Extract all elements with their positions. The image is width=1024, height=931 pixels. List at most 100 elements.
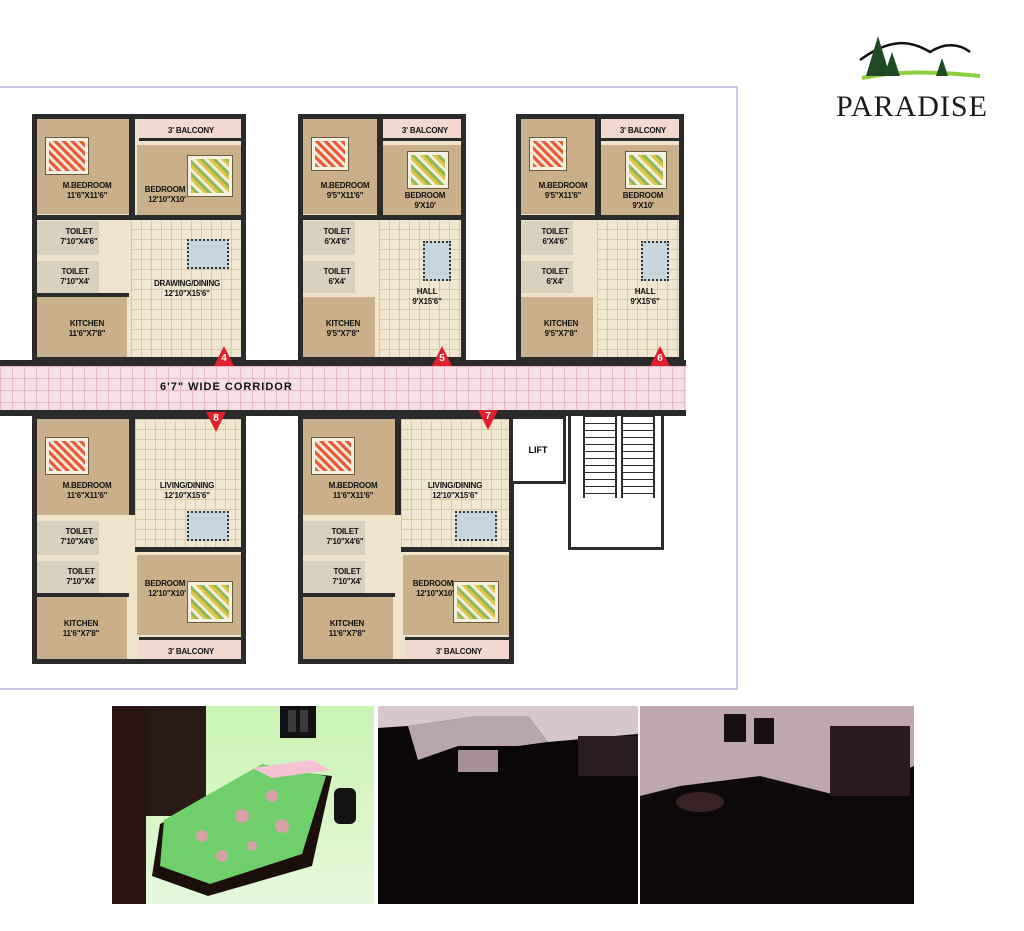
- room-dimension: 12'10"X15'6": [164, 491, 210, 500]
- balcony: [601, 119, 679, 141]
- room-label: TOILET: [65, 527, 93, 536]
- room-label: 3' BALCONY: [401, 126, 449, 135]
- dining-table: [187, 239, 229, 269]
- room-label: KITCHEN: [63, 619, 99, 628]
- room-label: BEDROOM: [144, 579, 186, 588]
- double-bed: [311, 137, 349, 171]
- brand-name: PARADISE: [836, 90, 988, 123]
- room-dimension: 12'10"X10': [416, 589, 454, 598]
- room-label: LIVING/DINING: [427, 481, 483, 490]
- balcony: [405, 637, 509, 659]
- stair-flight: [583, 416, 617, 498]
- room-dimension: 9'5"X11'6": [544, 191, 582, 200]
- room-dimension: 6'X4': [546, 277, 564, 286]
- corridor-label: 6'7" WIDE CORRIDOR: [160, 381, 293, 393]
- apartment-6: 3' BALCONY M.BEDROOM 9'5"X11'6" BEDROOM …: [516, 114, 684, 362]
- room-dimension: 11'6"X7'8": [68, 329, 106, 338]
- room-dimension: 9'5"X7'8": [326, 329, 360, 338]
- kitchen: [303, 597, 393, 659]
- wall: [377, 119, 383, 215]
- room-dimension: 9'X15'6": [412, 297, 442, 306]
- room-dimension: 7'10"X4': [66, 577, 96, 586]
- triangle-badge-icon: [206, 412, 226, 432]
- room-label: LIVING/DINING: [159, 481, 215, 490]
- double-bed: [407, 151, 449, 189]
- room-label: 3' BALCONY: [167, 647, 215, 656]
- dark-interior-photo-image: [378, 706, 638, 776]
- room-label: HALL: [634, 287, 656, 296]
- room-dimension: 11'6"X7'8": [328, 629, 366, 638]
- door-number: 7: [485, 411, 491, 422]
- balcony: [139, 637, 241, 659]
- room-label: TOILET: [65, 227, 93, 236]
- bedroom-photo: [112, 706, 374, 904]
- room-dimension: 9'5"X7'8": [544, 329, 578, 338]
- door-number-badge: 4: [214, 346, 234, 366]
- kitchen: [37, 597, 127, 659]
- toilet-1: [303, 521, 365, 555]
- room-label: BEDROOM: [144, 185, 186, 194]
- room-dimension: 9'X10': [414, 201, 436, 210]
- triangle-badge-icon: [650, 346, 670, 366]
- wall: [401, 547, 509, 552]
- stair-flight: [621, 416, 655, 498]
- double-bed: [453, 581, 499, 623]
- room-dimension: 7'10"X4': [60, 277, 90, 286]
- wall: [135, 547, 241, 552]
- double-bed: [311, 437, 355, 475]
- room-label: M.BEDROOM: [538, 181, 588, 190]
- triangle-badge-icon: [432, 346, 452, 366]
- room-label: TOILET: [331, 527, 359, 536]
- wall: [129, 119, 135, 215]
- wall: [37, 293, 129, 297]
- room-label: TOILET: [541, 227, 569, 236]
- room-dimension: 6'X4': [328, 277, 346, 286]
- wall: [303, 215, 461, 220]
- room-label: M.BEDROOM: [62, 481, 112, 490]
- kitchen: [37, 297, 127, 357]
- toilet-2: [303, 561, 365, 593]
- triangle-badge-icon: [478, 410, 498, 430]
- room-label: TOILET: [67, 567, 95, 576]
- pine-trees-logo-icon: [859, 36, 981, 80]
- room-label: KITCHEN: [329, 619, 365, 628]
- room-label: TOILET: [323, 227, 351, 236]
- room-label: TOILET: [541, 267, 569, 276]
- room-label: 3' BALCONY: [167, 126, 215, 135]
- room-label: M.BEDROOM: [62, 181, 112, 190]
- paradise-logo: PARADISE: [830, 30, 1000, 130]
- dining-table: [423, 241, 451, 281]
- room-label: TOILET: [323, 267, 351, 276]
- room-dimension: 6'X4'6": [324, 237, 350, 246]
- double-bed: [187, 581, 233, 623]
- room-label: KITCHEN: [543, 319, 579, 328]
- wall: [303, 593, 395, 597]
- balcony: [139, 119, 241, 141]
- room-dimension: 7'10"X4': [332, 577, 362, 586]
- toilet-2: [37, 261, 99, 293]
- toilet-2: [303, 261, 355, 293]
- door-number: 6: [657, 353, 663, 364]
- room-dimension: 12'10"X15'6": [432, 491, 478, 500]
- door-number-badge: 5: [432, 346, 452, 366]
- toilet-1: [37, 521, 99, 555]
- apartment-8: M.BEDROOM 11'6"X11'6" LIVING/DINING 12'1…: [32, 414, 246, 664]
- living-room-photo-image: [640, 706, 914, 812]
- room-dimension: 12'10"X10': [148, 589, 186, 598]
- kitchen: [521, 297, 593, 357]
- door-number-badge: 7: [478, 410, 498, 430]
- door-number-badge: 8: [206, 412, 226, 432]
- double-bed: [45, 437, 89, 475]
- door-number-badge: 6: [650, 346, 670, 366]
- apartment-7: M.BEDROOM 11'6"X11'6" LIVING/DINING 12'1…: [298, 414, 514, 664]
- room-dimension: 7'10"X4'6": [326, 537, 364, 546]
- room-label: BEDROOM: [412, 579, 454, 588]
- room-dimension: 6'X4'6": [542, 237, 568, 246]
- double-bed: [625, 151, 667, 189]
- bedroom-photo-image: [112, 706, 356, 904]
- apartment-5: 3' BALCONY M.BEDROOM 9'5"X11'6" BEDROOM …: [298, 114, 466, 362]
- room-label: 3' BALCONY: [435, 647, 483, 656]
- door-number: 4: [221, 353, 227, 364]
- kitchen: [303, 297, 375, 357]
- room-label: BEDROOM: [622, 191, 664, 200]
